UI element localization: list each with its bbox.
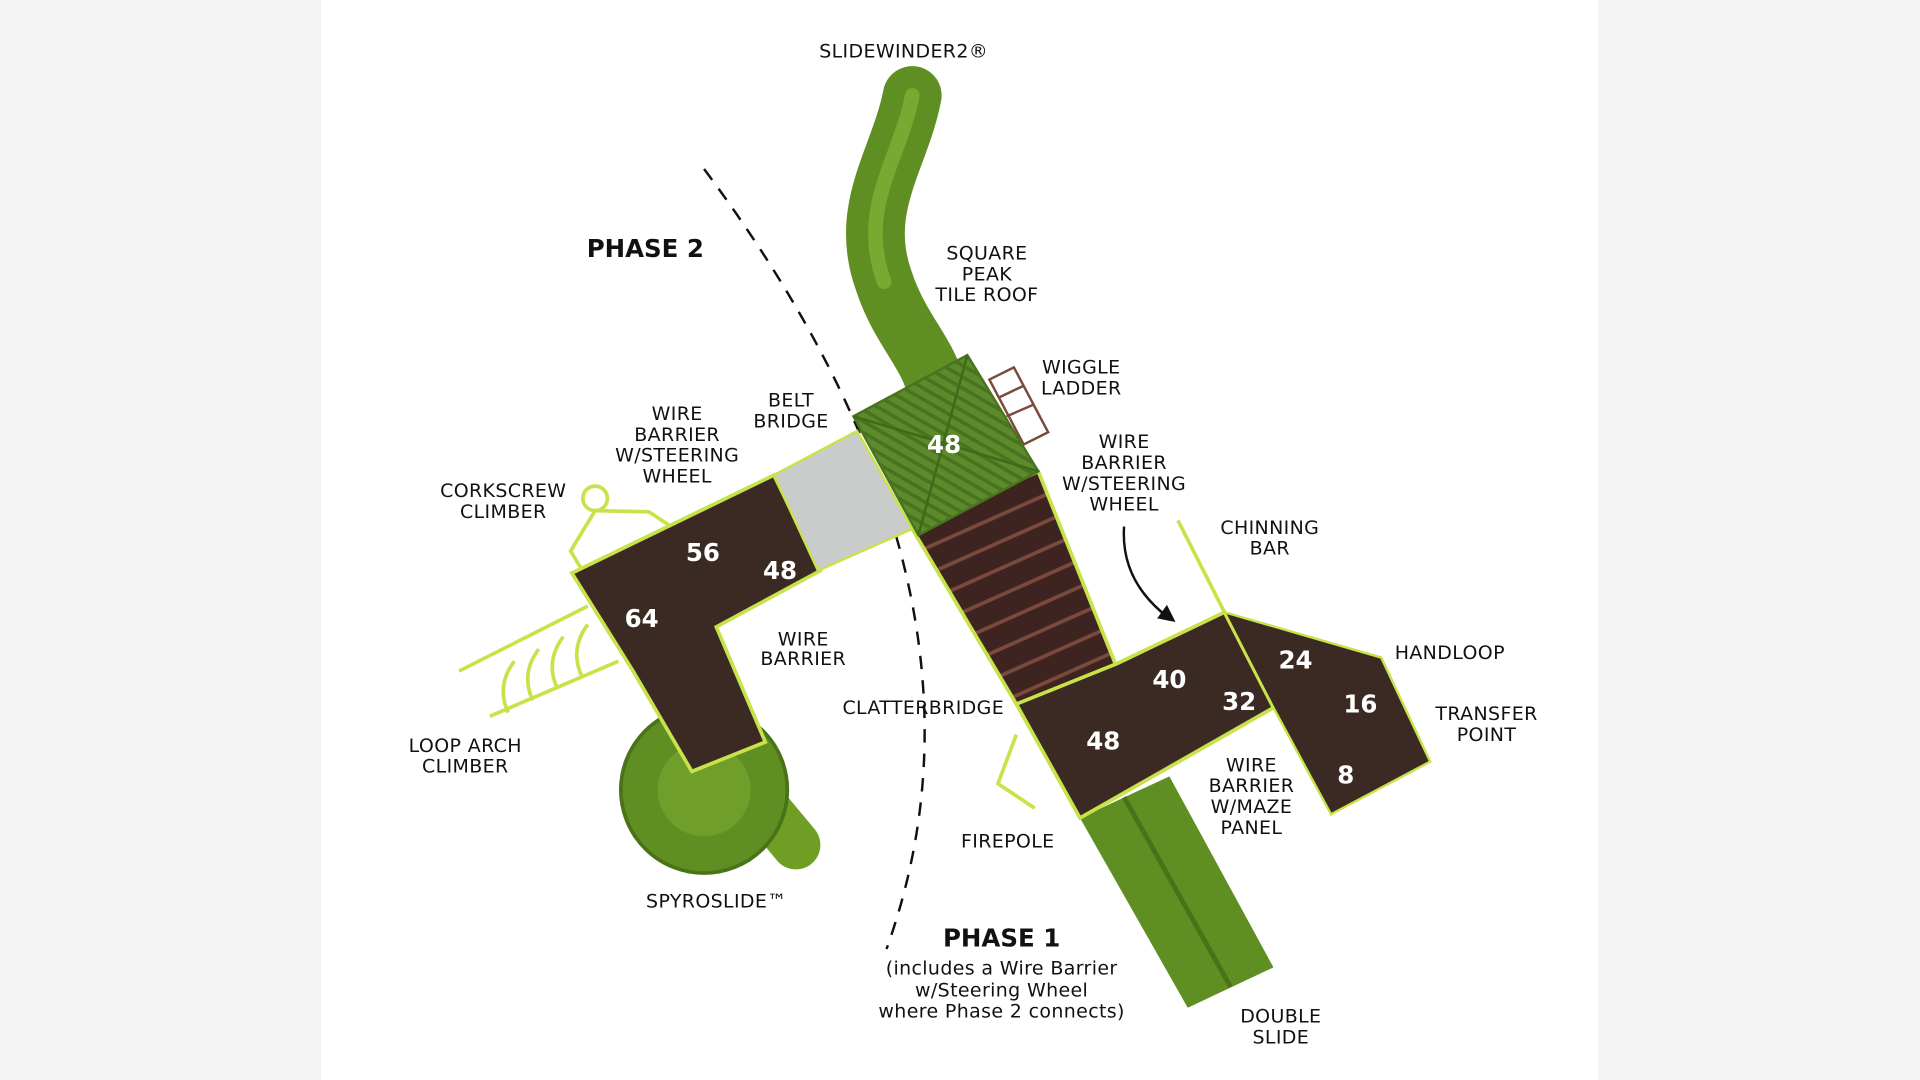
deck-height-48-right: 48: [1086, 726, 1120, 755]
deck-height-8: 8: [1337, 761, 1354, 790]
double-slide-divider: [1121, 795, 1233, 989]
spyroslide-center: [657, 743, 751, 837]
deck-height-64: 64: [625, 604, 659, 633]
deck-height-roof: 48: [927, 430, 961, 459]
roof-ridges: [853, 354, 1039, 536]
arrow-icon: [1122, 526, 1171, 620]
deck-height-40: 40: [1152, 665, 1186, 694]
label-clatterbridge: CLATTERBRIDGE: [842, 697, 1004, 719]
deck-height-24: 24: [1278, 646, 1312, 675]
arrow-head-icon: [1157, 604, 1176, 623]
slidewinder-highlight: [868, 88, 920, 289]
label-handloop: HANDLOOP: [1395, 642, 1505, 664]
label-spyroslide: SPYROSLIDE™: [646, 890, 787, 912]
deck-left: [569, 472, 823, 774]
deck-height-56: 56: [686, 538, 720, 567]
label-phase-1: PHASE 1: [943, 924, 1060, 953]
label-slidewinder: SLIDEWINDER2®: [819, 41, 988, 63]
deck-height-32: 32: [1222, 687, 1256, 716]
deck-height-48-left: 48: [763, 556, 797, 585]
firepole: [995, 734, 1036, 810]
chinning-bar: [1176, 519, 1227, 614]
loop-arch-climber: [458, 604, 620, 719]
deck-right-transfer: [1222, 610, 1432, 816]
deck-height-16: 16: [1343, 690, 1377, 719]
label-firepole: FIREPOLE: [961, 830, 1055, 852]
wiggle-ladder: [987, 365, 1050, 447]
label-phase-2: PHASE 2: [587, 234, 704, 263]
